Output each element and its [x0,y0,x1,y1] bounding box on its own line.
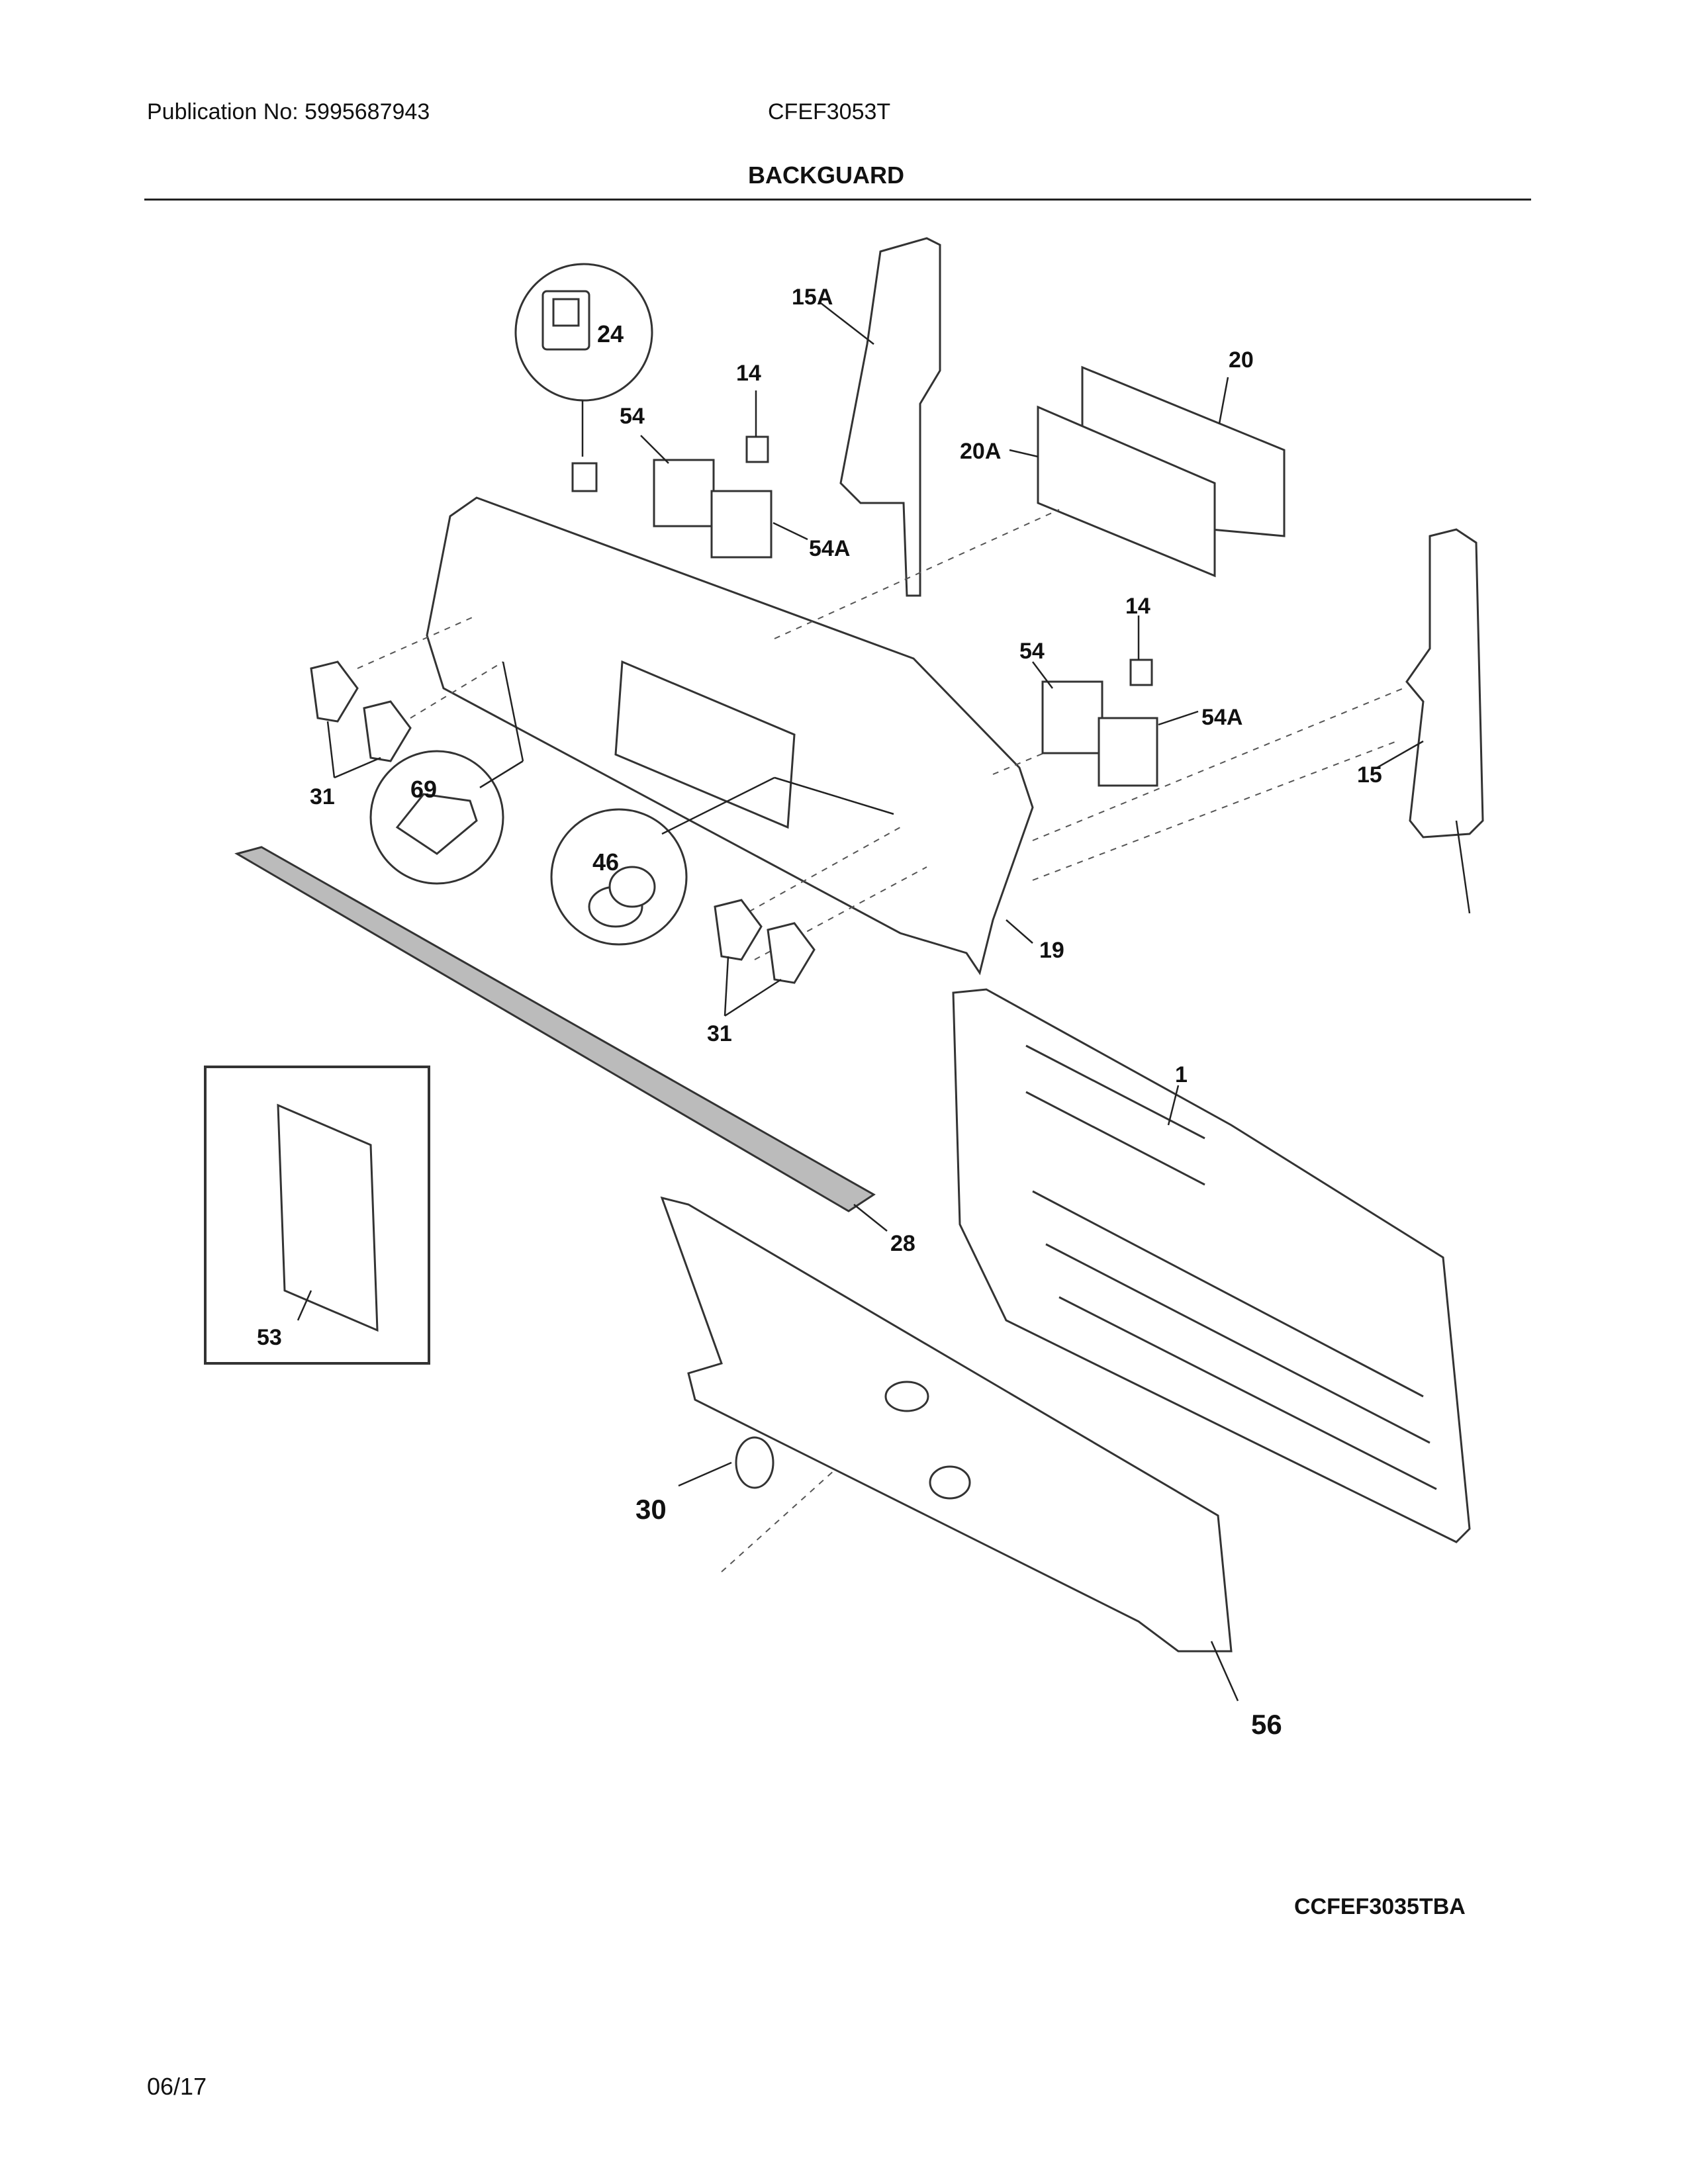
publication-date: 06/17 [147,2073,207,2100]
backguard-panel-19 [426,496,1034,976]
callout-54-right: 54 [1019,639,1045,664]
callout-54A-right: 54A [1201,705,1243,730]
callout-15: 15 [1357,762,1382,788]
callout-30: 30 [635,1494,667,1525]
callout-19: 19 [1039,938,1064,963]
callout-15A: 15A [792,285,833,310]
relay-14-top [745,390,769,463]
rocker-switch-inset [514,263,653,492]
callout-20A: 20A [960,439,1001,464]
callout-14-right: 14 [1125,594,1150,619]
callout-1: 1 [1175,1062,1188,1087]
callout-14-top: 14 [736,361,761,386]
callout-24: 24 [597,320,624,347]
callout-28: 28 [890,1231,915,1256]
rear-panel-1 [952,988,1471,1543]
bracket-15A [820,237,941,597]
hole-plug-30 [678,1436,774,1489]
callout-54-top: 54 [620,404,645,429]
callout-31-right: 31 [707,1021,732,1046]
bracket-15 [1376,528,1484,914]
lower-panel-56 [660,1196,1239,1702]
switch-54-right [1032,615,1199,787]
callout-31-left: 31 [310,784,335,809]
switch-54-top [640,435,808,559]
publication-number: Publication No: 5995687943 [147,99,430,124]
callout-20: 20 [1229,347,1254,373]
knobs-31 [310,660,816,1017]
screw-inset-69 [369,661,524,885]
trim-strip-28 [234,846,888,1232]
title-divider [144,199,1531,201]
callout-69: 69 [410,776,437,803]
model-number: CFEF3053T [768,99,891,124]
callout-46: 46 [592,848,619,876]
diagram-code: CCFEF3035TBA [1294,1894,1466,1919]
control-board-20 [1009,365,1286,578]
callout-53: 53 [257,1325,282,1350]
assembly-guide-lines [357,509,1404,1572]
page-title: BACKGUARD [748,161,904,189]
indicator-lamp-inset-46 [550,776,894,946]
bracket-inset-53 [204,1066,430,1365]
callout-56: 56 [1251,1709,1282,1740]
callout-54A-top: 54A [809,536,850,561]
